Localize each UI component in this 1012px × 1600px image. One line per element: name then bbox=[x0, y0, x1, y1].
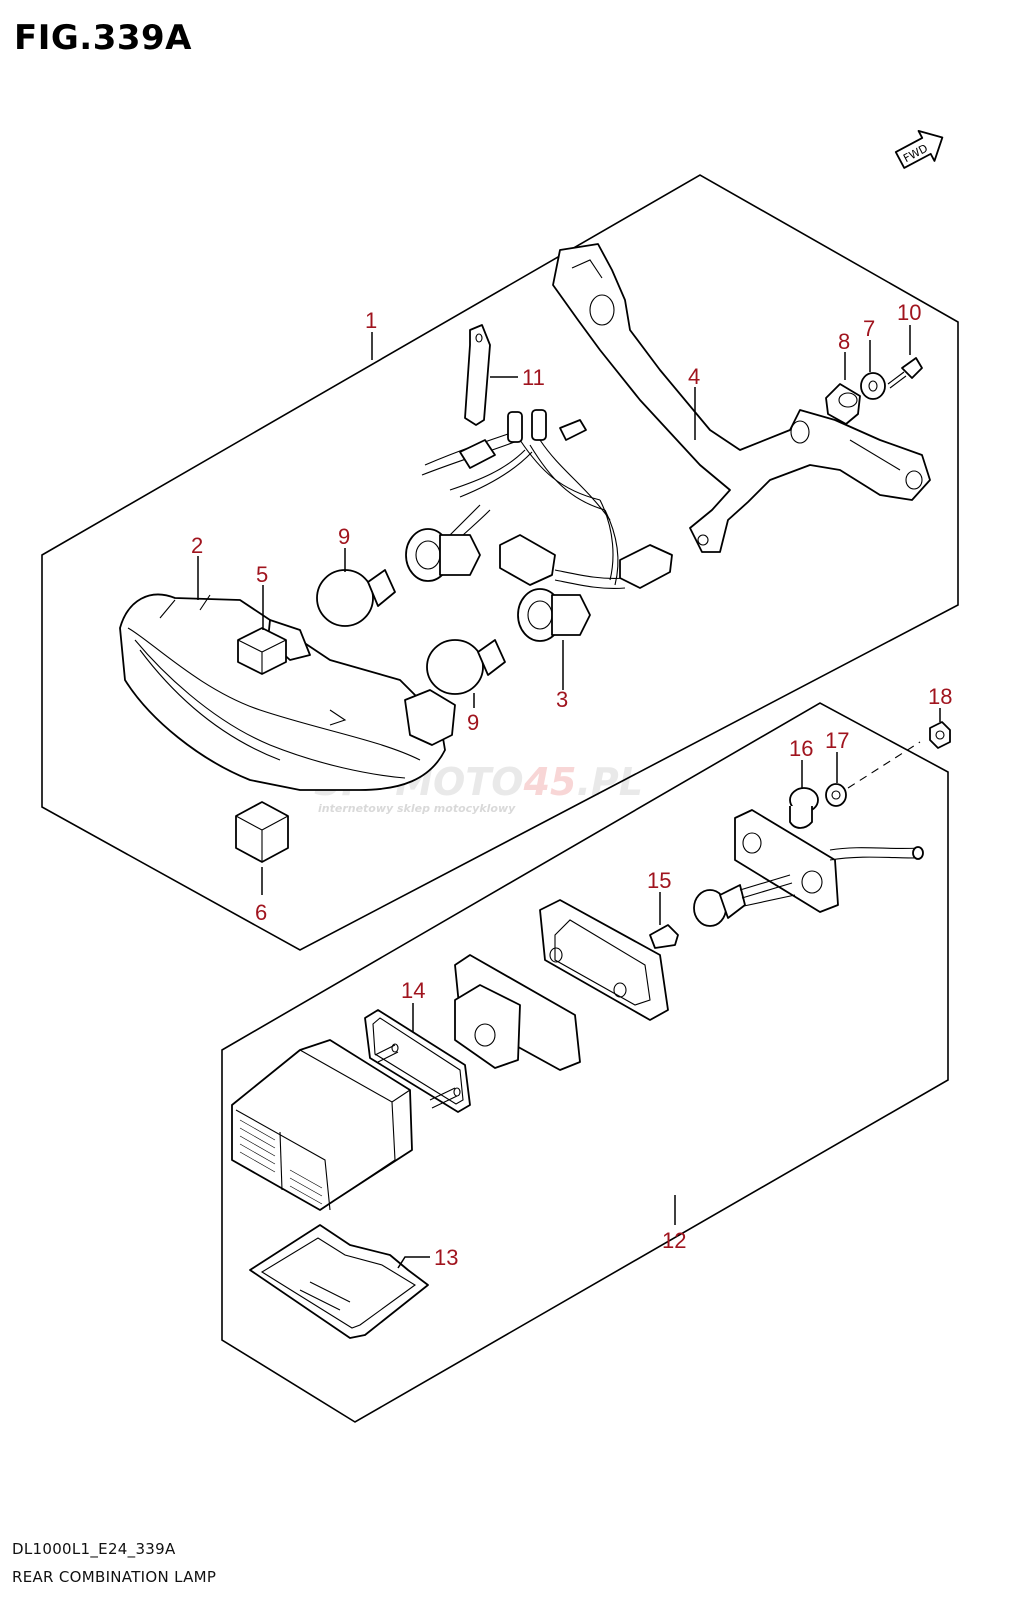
watermark-text-d: .PL bbox=[576, 760, 643, 804]
figure-name: REAR COMBINATION LAMP bbox=[12, 1568, 217, 1586]
callout-15: 15 bbox=[647, 868, 671, 893]
part-license-base bbox=[734, 809, 924, 913]
part-wedge-bulb bbox=[649, 924, 679, 949]
part-lens-frame bbox=[539, 899, 669, 1021]
callout-2: 2 bbox=[191, 533, 203, 558]
callout-10: 10 bbox=[897, 300, 921, 325]
part-screw bbox=[887, 357, 923, 389]
callout-1: 1 bbox=[365, 308, 377, 333]
callout-3: 3 bbox=[556, 687, 568, 712]
callout-18: 18 bbox=[928, 684, 952, 709]
upper-kit-outline bbox=[41, 174, 959, 951]
part-license-lamp bbox=[231, 1039, 461, 1211]
part-nut bbox=[929, 721, 951, 749]
callouts: 1 2 3 4 5 6 7 8 9 9 10 11 12 13 14 15 16… bbox=[191, 300, 952, 1270]
callout-8: 8 bbox=[838, 329, 850, 354]
part-spacer bbox=[789, 787, 819, 829]
callout-9-lower: 9 bbox=[467, 710, 479, 735]
figure-title: FIG.339A bbox=[14, 18, 192, 58]
part-bracket bbox=[552, 243, 931, 553]
watermark-subtitle: internetowy sklep motocyklowy bbox=[318, 802, 516, 815]
callout-13: 13 bbox=[434, 1245, 458, 1270]
fwd-arrow-icon: FWD bbox=[894, 130, 944, 169]
part-cushion-lower bbox=[235, 801, 289, 863]
callout-14: 14 bbox=[401, 978, 425, 1003]
part-lamp-cover bbox=[454, 954, 581, 1071]
part-bulb-lower bbox=[426, 639, 506, 695]
callout-17: 17 bbox=[825, 728, 849, 753]
figure-code: DL1000L1_E24_339A bbox=[12, 1540, 176, 1558]
part-gasket bbox=[364, 1009, 471, 1113]
callout-9-upper: 9 bbox=[338, 524, 350, 549]
callout-4: 4 bbox=[688, 364, 700, 389]
part-cushion-upper bbox=[237, 627, 287, 675]
leader-lines bbox=[197, 325, 941, 1269]
part-reflector bbox=[249, 1224, 429, 1339]
part-harness bbox=[405, 409, 673, 642]
part-lamp-housing bbox=[119, 593, 456, 791]
callout-16: 16 bbox=[789, 736, 813, 761]
callout-5: 5 bbox=[256, 562, 268, 587]
part-grommet bbox=[825, 383, 861, 425]
callout-11: 11 bbox=[522, 365, 545, 390]
lower-kit-outline bbox=[221, 702, 949, 1423]
part-grommet-small bbox=[825, 783, 847, 807]
callout-7: 7 bbox=[863, 316, 875, 341]
callout-6: 6 bbox=[255, 900, 267, 925]
part-washer bbox=[860, 372, 886, 400]
part-bulb-upper bbox=[316, 569, 396, 627]
watermark-text-c: 45 bbox=[523, 760, 577, 804]
part-license-socket bbox=[693, 874, 796, 927]
callout-12: 12 bbox=[662, 1228, 686, 1253]
part-clamp bbox=[464, 324, 491, 426]
